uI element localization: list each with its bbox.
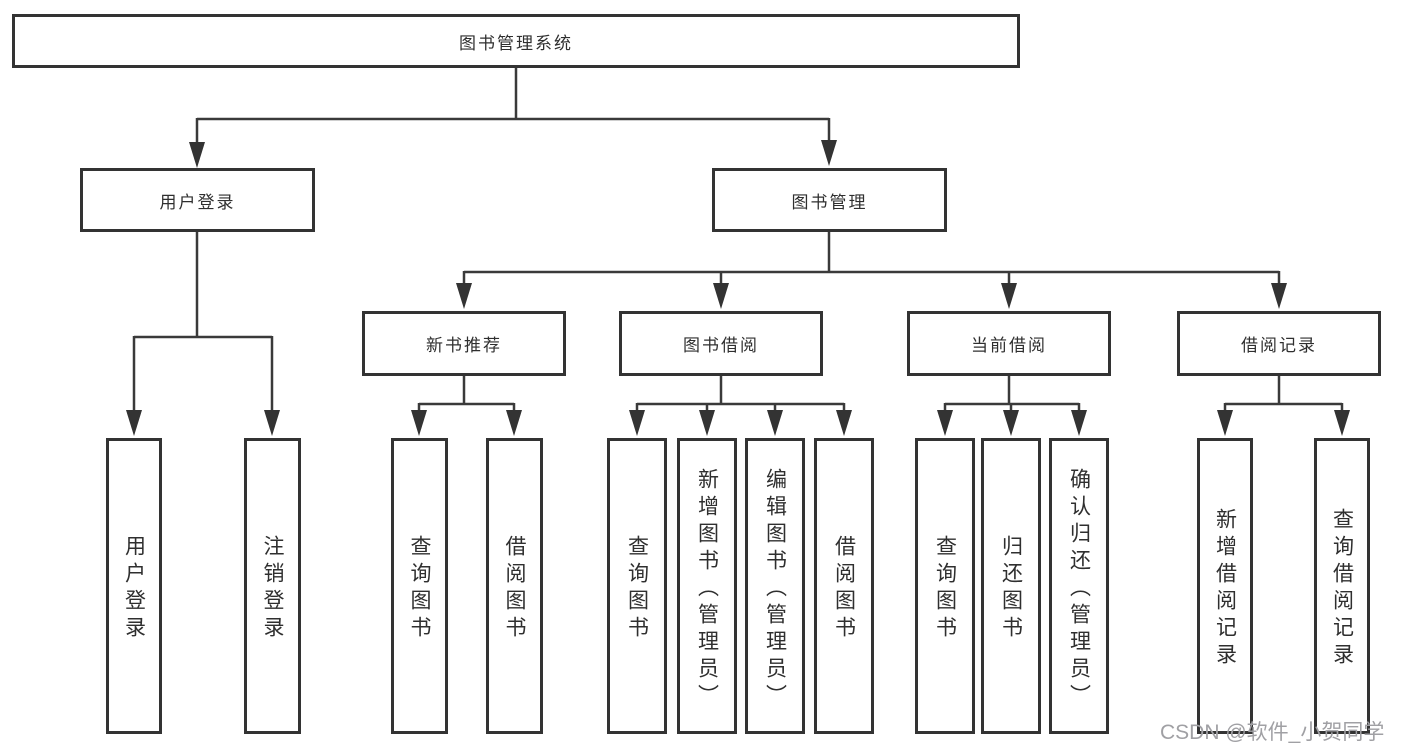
node-book-management: 图书管理: [712, 168, 947, 232]
leaf-records-query-record-label: 查询借阅记录: [1330, 508, 1354, 670]
leaf-borrow-borrow-books-label: 借阅图书: [832, 535, 856, 643]
node-user-login-label: 用户登录: [159, 192, 236, 212]
leaf-current-return-books: 归还图书: [981, 438, 1041, 734]
node-borrow-records: 借阅记录: [1177, 311, 1381, 376]
leaf-user-login: 用户登录: [106, 438, 162, 734]
connector-root-to-level2: [189, 68, 837, 168]
leaf-borrow-add-books-admin: 新增图书（管理员）: [677, 438, 737, 734]
leaf-records-add-record-label: 新增借阅记录: [1213, 508, 1237, 670]
node-book-borrow: 图书借阅: [619, 311, 823, 376]
leaf-borrow-borrow-books: 借阅图书: [814, 438, 874, 734]
connector-book-management-to-level3: [456, 232, 1287, 309]
leaf-rec-borrow-books: 借阅图书: [486, 438, 543, 734]
leaf-borrow-query-books: 查询图书: [607, 438, 667, 734]
leaf-current-query-books-label: 查询图书: [933, 535, 957, 643]
node-book-borrow-label: 图书借阅: [683, 336, 759, 355]
connector-current-borrow-to-leaves: [937, 376, 1087, 436]
leaf-logout-label: 注销登录: [261, 535, 284, 643]
node-user-login: 用户登录: [80, 168, 315, 232]
leaf-borrow-edit-books-admin-label: 编辑图书（管理员）: [763, 467, 787, 711]
leaf-borrow-query-books-label: 查询图书: [625, 535, 649, 643]
node-new-book-recommend: 新书推荐: [362, 311, 566, 376]
leaf-records-query-record: 查询借阅记录: [1314, 438, 1370, 734]
connector-book-borrow-to-leaves: [629, 376, 852, 436]
leaf-rec-borrow-books-label: 借阅图书: [503, 535, 526, 643]
connector-user-login-to-leaves: [126, 232, 280, 436]
connector-new-book-rec-to-leaves: [411, 376, 522, 436]
connector-borrow-records-to-leaves: [1217, 376, 1350, 436]
node-borrow-records-label: 借阅记录: [1241, 336, 1317, 355]
node-book-management-label: 图书管理: [791, 192, 868, 212]
node-current-borrow-label: 当前借阅: [971, 336, 1047, 355]
leaf-borrow-add-books-admin-label: 新增图书（管理员）: [695, 467, 719, 711]
leaf-borrow-edit-books-admin: 编辑图书（管理员）: [745, 438, 805, 734]
leaf-current-confirm-return-admin: 确认归还（管理员）: [1049, 438, 1109, 734]
leaf-user-login-label: 用户登录: [122, 535, 146, 643]
leaf-current-return-books-label: 归还图书: [999, 535, 1023, 643]
node-current-borrow: 当前借阅: [907, 311, 1111, 376]
node-root-system: 图书管理系统: [12, 14, 1020, 68]
node-root-system-label: 图书管理系统: [459, 33, 573, 53]
leaf-logout: 注销登录: [244, 438, 301, 734]
leaf-rec-query-books: 查询图书: [391, 438, 448, 734]
leaf-current-query-books: 查询图书: [915, 438, 975, 734]
watermark-text: CSDN @软件_小贺同学: [1160, 721, 1385, 744]
leaf-current-confirm-return-admin-label: 确认归还（管理员）: [1067, 467, 1091, 711]
leaf-rec-query-books-label: 查询图书: [408, 535, 431, 643]
node-new-book-recommend-label: 新书推荐: [426, 336, 502, 355]
leaf-records-add-record: 新增借阅记录: [1197, 438, 1253, 734]
